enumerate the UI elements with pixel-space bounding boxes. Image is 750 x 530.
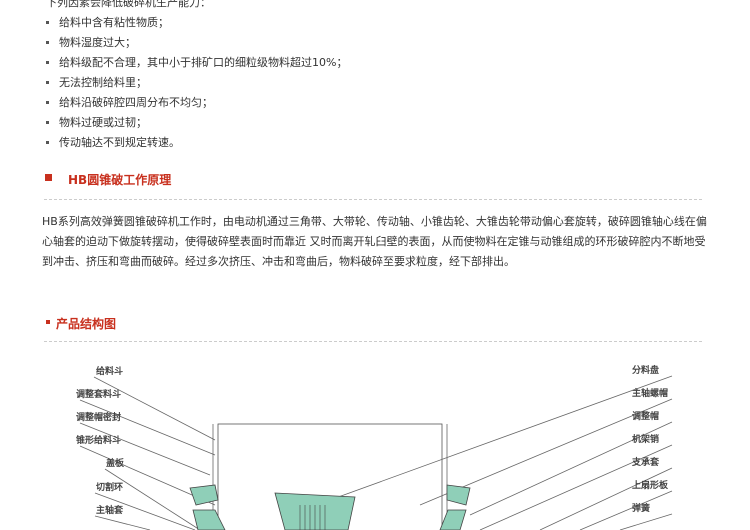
divider <box>44 199 702 200</box>
section-title: HB圆锥破工作原理 <box>68 173 172 187</box>
list-item: 给料级配不合理，其中小于排矿口的细粒级物料超过10%； <box>46 56 347 70</box>
part-label: 调整帽密封 <box>76 413 122 423</box>
part-label: 切割环 <box>96 483 124 493</box>
part-label: 机架销 <box>632 435 660 445</box>
part-label: 盖板 <box>106 459 125 469</box>
part-label: 上扇形板 <box>632 481 669 491</box>
part-label: 分料盘 <box>632 366 660 376</box>
section-bullet-icon <box>46 320 50 324</box>
part-label: 给料斗 <box>96 367 124 377</box>
list-item: 无法控制给料里； <box>46 76 147 90</box>
part-label: 主轴螺帽 <box>632 389 669 399</box>
part-label: 主轴套 <box>96 506 124 516</box>
part-label: 调整帽 <box>632 412 660 422</box>
list-item: 给料沿破碎腔四周分布不均匀； <box>46 96 213 110</box>
divider <box>44 341 702 342</box>
list-item: 传动轴达不到规定转速。 <box>46 136 180 150</box>
part-label: 调整套料斗 <box>76 390 122 400</box>
section-title: 产品结构图 <box>56 317 117 331</box>
section-bullet-icon <box>45 174 52 181</box>
part-label: 锥形给料斗 <box>76 436 122 446</box>
part-label: 弹簧 <box>632 504 651 514</box>
intro-text: 下列因素会降低破碎机生产能力： <box>46 0 211 9</box>
list-item: 给料中含有粘性物质； <box>46 16 169 30</box>
list-item: 物料湿度过大； <box>46 36 136 50</box>
part-label: 支承套 <box>632 458 660 468</box>
list-item: 物料过硬或过韧； <box>46 116 147 130</box>
section-body: HB系列高效弹簧圆锥破碎机工作时，由电动机通过三角带、大带轮、传动轴、小锥齿轮、… <box>42 215 707 268</box>
